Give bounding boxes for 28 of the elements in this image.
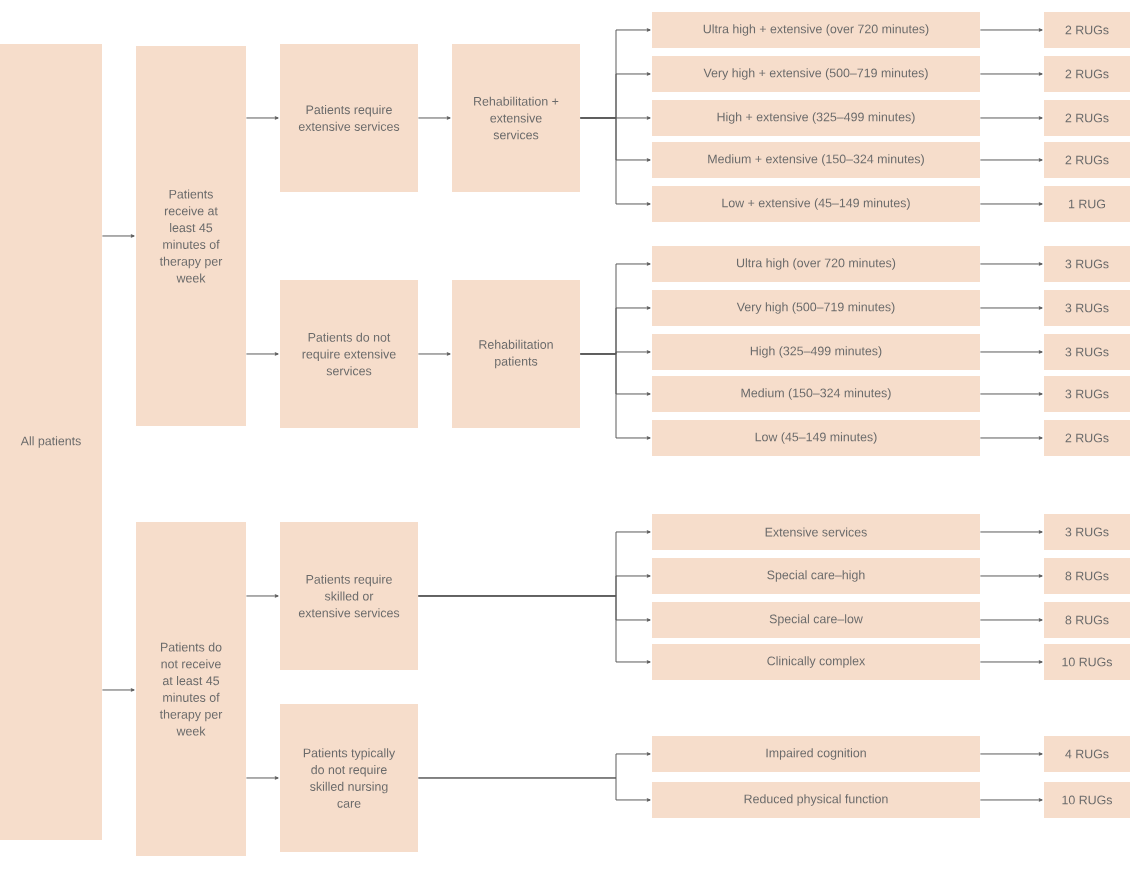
arrow — [979, 262, 1043, 266]
arrow — [245, 352, 279, 356]
arrow — [417, 595, 651, 664]
arrow — [417, 116, 451, 120]
arrow — [979, 392, 1043, 396]
arrow — [417, 352, 451, 356]
arrow — [979, 618, 1043, 622]
arrow — [979, 72, 1043, 76]
arrow — [245, 116, 279, 120]
arrow — [979, 306, 1043, 310]
arrow — [979, 116, 1043, 120]
arrow — [579, 353, 651, 440]
arrow — [245, 776, 279, 780]
arrow — [101, 234, 135, 238]
arrow — [979, 202, 1043, 206]
arrow — [979, 798, 1043, 802]
arrow — [245, 594, 279, 598]
arrow — [979, 28, 1043, 32]
arrow — [417, 777, 651, 802]
arrow — [979, 436, 1043, 440]
arrow — [979, 660, 1043, 664]
arrow — [979, 752, 1043, 756]
arrow — [979, 158, 1043, 162]
arrow — [979, 574, 1043, 578]
arrow — [101, 688, 135, 692]
arrow — [979, 530, 1043, 534]
arrow — [579, 117, 651, 206]
arrow — [979, 350, 1043, 354]
